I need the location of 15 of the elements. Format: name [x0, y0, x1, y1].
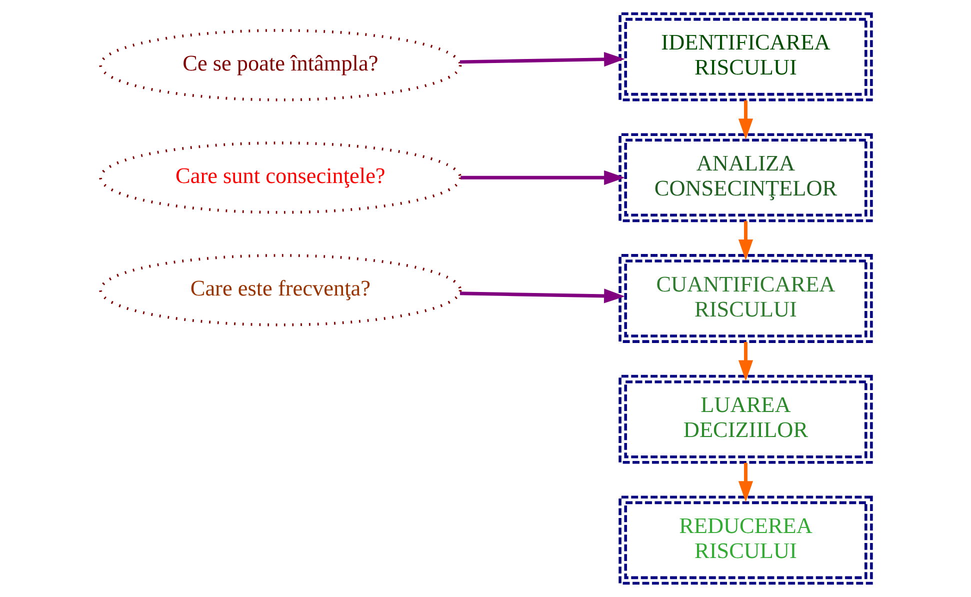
node-ellipse: Ce se poate întâmpla?: [98, 29, 462, 102]
node-box: REDUCEREA RISCULUI: [618, 496, 872, 585]
node-ellipse: Care este frecvenţa?: [98, 254, 462, 326]
node-box: LUAREA DECIZIILOR: [618, 374, 872, 464]
arrow: [460, 170, 624, 185]
node-box: CUANTIFICAREA RISCULUI: [618, 254, 872, 343]
arrow: [738, 100, 753, 140]
node-box: IDENTIFICAREA RISCULUI: [618, 12, 872, 102]
node-ellipse: Care sunt consecinţele?: [98, 142, 462, 214]
arrow: [738, 342, 753, 382]
arrow: [459, 288, 624, 304]
arrow: [738, 221, 753, 260]
node-box: ANALIZA CONSECINŢELOR: [618, 133, 872, 222]
arrow: [459, 52, 624, 67]
arrow: [738, 462, 753, 502]
